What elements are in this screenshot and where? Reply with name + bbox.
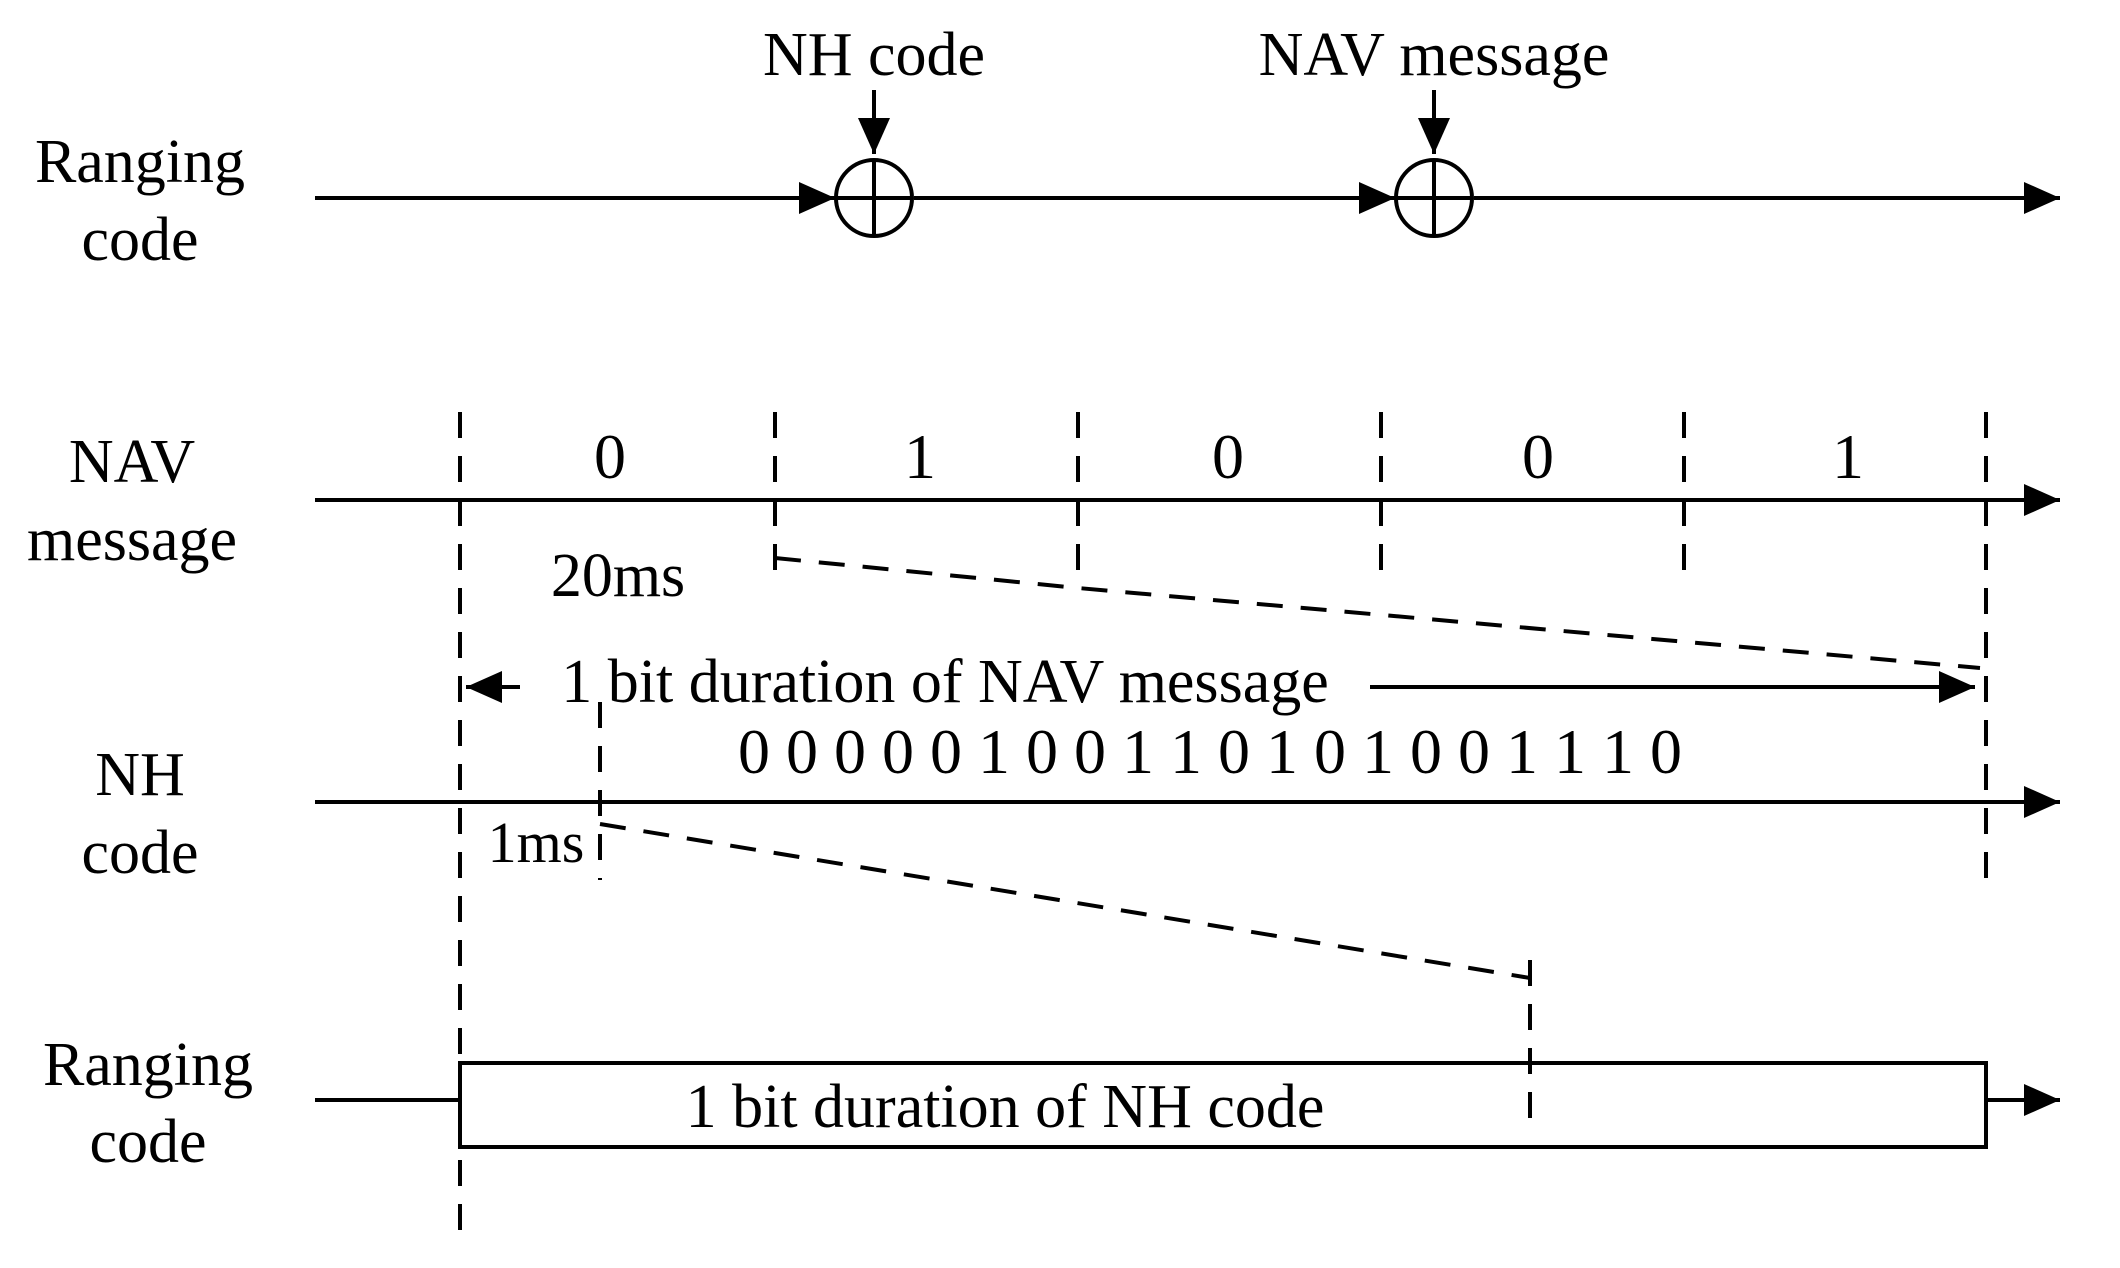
ranging-code-bottom-label-line2: code (89, 1108, 206, 1176)
ranging-code-top-label-line1: Ranging (35, 128, 245, 196)
nav-bit-value: 0 (1212, 421, 1244, 492)
nav-bit-values: 0 1 0 0 1 (594, 421, 1864, 492)
xor-nh-code-label: NH code (763, 21, 985, 89)
xor-nav-message-icon (1394, 158, 1474, 238)
nav-bit-expansion-line (774, 556, 1981, 670)
nh-bit-duration-label: 1 bit duration of NH code (686, 1073, 1325, 1141)
nh-code-sequence: 0 0 0 0 0 1 0 0 1 1 0 1 0 1 0 0 1 1 1 0 (738, 716, 1682, 787)
nav-bit-period-label: 20ms (551, 542, 685, 610)
ranging-code-top-label-line2: code (81, 206, 198, 274)
nav-bit-duration-label: 1 bit duration of NAV message (561, 648, 1328, 716)
nav-bit-value: 0 (594, 421, 626, 492)
nh-chip-expansion-line (599, 822, 1531, 980)
nav-message-row-label: NAV message (27, 428, 237, 574)
ranging-code-top-label: Ranging code (35, 128, 245, 274)
nav-message-row-label-line1: NAV (69, 428, 196, 496)
nh-code-row-label-line2: code (81, 819, 198, 887)
xor-nh-code-icon (834, 158, 914, 238)
nav-bit-value: 0 (1522, 421, 1554, 492)
ranging-code-bottom-label: Ranging code (43, 1031, 253, 1176)
nh-chip-period-label: 1ms (488, 810, 585, 875)
nh-code-row-label-line1: NH (95, 741, 185, 809)
nav-bit-value: 1 (904, 421, 936, 492)
ranging-code-bottom-label-line1: Ranging (43, 1031, 253, 1099)
nav-bit-value: 1 (1832, 421, 1864, 492)
nav-message-row-label-line2: message (27, 506, 237, 574)
nh-code-row-label: NH code (81, 741, 198, 887)
xor-nav-message-label: NAV message (1259, 21, 1610, 89)
nav-bit-boundaries (458, 412, 1988, 1245)
nh-bit-duration-box (458, 1061, 1988, 1149)
